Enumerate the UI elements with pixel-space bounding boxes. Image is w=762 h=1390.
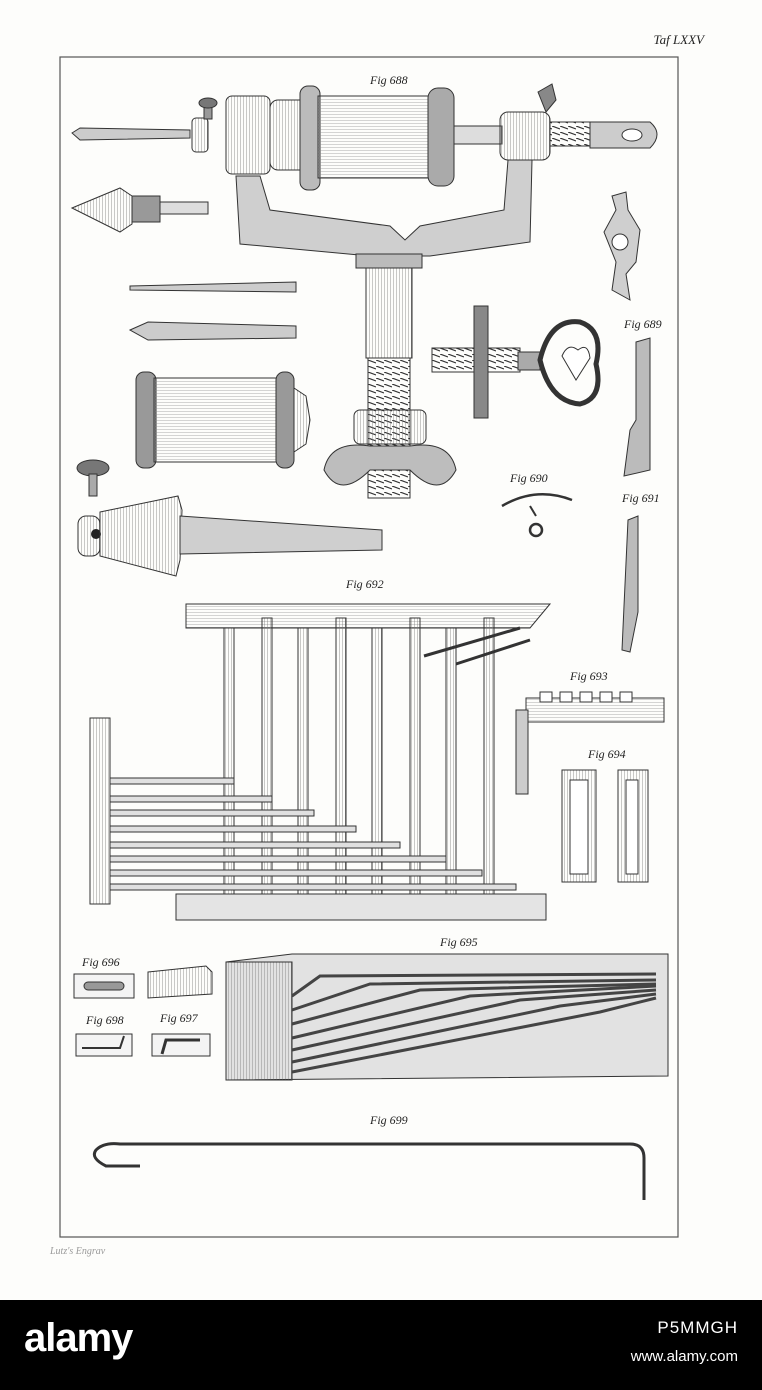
fig-691-title: Fig 691	[621, 491, 660, 505]
plate-frame	[59, 56, 679, 1238]
fig-699-title: Fig 699	[369, 1113, 408, 1127]
fig-697-title: Fig 697	[159, 1011, 199, 1025]
fig-692-title: Fig 692	[345, 577, 384, 591]
engraving-plate: Fig 688 Fig 689 Fig 690 Fig 691 Fig 692 …	[50, 32, 704, 1257]
fig-695-block	[225, 953, 669, 1081]
fig-692-frame	[89, 603, 552, 921]
engraver-credit: Lutz's Engrav	[50, 1246, 106, 1257]
fig-688-parts	[70, 187, 383, 577]
fig-696-697-698	[73, 965, 213, 1057]
plate-number: Taf LXXV	[653, 32, 704, 47]
fig-696-title: Fig 696	[81, 955, 120, 969]
fig-688-title: Fig 688	[369, 73, 408, 87]
alamy-logo: alamy	[24, 1316, 133, 1360]
fig-695-title: Fig 695	[439, 935, 478, 949]
plate-illustration: Fig 688 Fig 689 Fig 690 Fig 691 Fig 692 …	[59, 56, 679, 1238]
fig-694-title: Fig 694	[587, 747, 626, 761]
fig-693-title: Fig 693	[569, 669, 608, 683]
fig-699-hook	[92, 1142, 646, 1200]
fig-693-694	[515, 691, 665, 883]
fig-689-690-691	[501, 337, 651, 653]
fig-689-title: Fig 689	[623, 317, 662, 331]
fig-688-key	[431, 191, 641, 419]
fig-698-title: Fig 698	[85, 1013, 124, 1027]
fig-690-title: Fig 690	[509, 471, 548, 485]
fig-688-lathe	[71, 83, 658, 499]
site-url: www.alamy.com	[630, 1348, 738, 1365]
image-code: P5MMGH	[657, 1318, 738, 1337]
watermark-banner: alamy P5MMGH www.alamy.com	[0, 1300, 762, 1390]
